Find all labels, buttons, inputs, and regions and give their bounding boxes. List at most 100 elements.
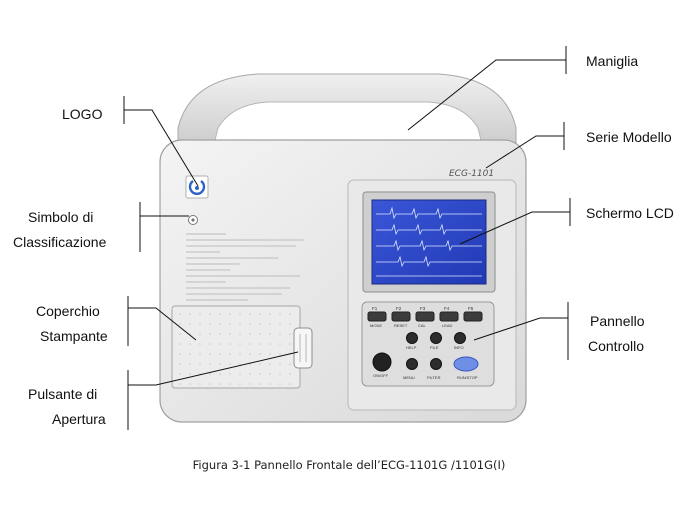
texture-dot	[219, 323, 221, 325]
texture-dot	[219, 383, 221, 385]
texture-dot	[239, 333, 241, 335]
texture-dot	[289, 313, 291, 315]
texture-dot	[219, 313, 221, 315]
texture-dot	[229, 363, 231, 365]
texture-dot	[199, 363, 201, 365]
label-handle: Maniglia	[586, 52, 638, 71]
bottom-key-label: FILTER	[427, 375, 441, 380]
texture-dot	[249, 353, 251, 355]
round-key	[431, 333, 442, 344]
texture-dot	[269, 333, 271, 335]
label-open-button-line2: Apertura	[52, 410, 106, 429]
texture-dot	[279, 383, 281, 385]
round-key	[407, 333, 418, 344]
texture-dot	[269, 343, 271, 345]
texture-dot	[249, 313, 251, 315]
texture-dot	[259, 313, 261, 315]
texture-dot	[229, 383, 231, 385]
texture-dot	[279, 343, 281, 345]
texture-dot	[259, 383, 261, 385]
texture-dot	[179, 313, 181, 315]
texture-dot	[189, 373, 191, 375]
texture-dot	[219, 353, 221, 355]
texture-dot	[219, 333, 221, 335]
texture-dot	[179, 323, 181, 325]
label-printer-cover-line1: Coperchio	[36, 302, 100, 321]
texture-dot	[259, 323, 261, 325]
bottom-key-label: RUN/STOP	[457, 375, 478, 380]
texture-dot	[209, 353, 211, 355]
texture-dot	[189, 363, 191, 365]
texture-dot	[229, 333, 231, 335]
texture-dot	[279, 363, 281, 365]
label-model-series: Serie Modello	[586, 128, 672, 147]
texture-dot	[189, 313, 191, 315]
function-key-name: F3	[420, 306, 426, 311]
function-key-label: RESET	[394, 323, 408, 328]
texture-dot	[289, 333, 291, 335]
function-key	[464, 312, 482, 321]
function-key	[440, 312, 458, 321]
texture-dot	[249, 343, 251, 345]
texture-dot	[249, 373, 251, 375]
texture-dot	[239, 353, 241, 355]
texture-dot	[209, 313, 211, 315]
texture-dot	[239, 363, 241, 365]
texture-dot	[289, 383, 291, 385]
texture-dot	[189, 353, 191, 355]
texture-dot	[259, 373, 261, 375]
function-key	[368, 312, 386, 321]
texture-dot	[189, 383, 191, 385]
texture-dot	[179, 333, 181, 335]
round-key-label: HELP	[406, 345, 417, 350]
logo	[186, 176, 208, 198]
label-control-panel-line2: Controllo	[588, 337, 644, 356]
texture-dot	[279, 313, 281, 315]
texture-dot	[289, 343, 291, 345]
label-logo: LOGO	[62, 105, 102, 124]
texture-dot	[199, 333, 201, 335]
texture-dot	[289, 323, 291, 325]
texture-dot	[239, 323, 241, 325]
function-key-name: F1	[372, 306, 378, 311]
texture-dot	[199, 323, 201, 325]
texture-dot	[259, 333, 261, 335]
texture-dot	[199, 383, 201, 385]
texture-dot	[179, 383, 181, 385]
label-classification-line1: Simbolo di	[28, 208, 93, 227]
texture-dot	[189, 343, 191, 345]
texture-dot	[239, 343, 241, 345]
open-button	[294, 328, 312, 368]
label-printer-cover-line2: Stampante	[40, 327, 108, 346]
label-classification-line2: Classificazione	[13, 233, 106, 252]
texture-dot	[179, 363, 181, 365]
texture-dot	[219, 363, 221, 365]
texture-dot	[229, 323, 231, 325]
texture-dot	[269, 353, 271, 355]
texture-dot	[289, 363, 291, 365]
texture-dot	[259, 363, 261, 365]
function-key-name: F5	[468, 306, 474, 311]
function-key-label: LEAD	[442, 323, 453, 328]
texture-dot	[279, 353, 281, 355]
round-key	[455, 333, 466, 344]
classification-dot	[191, 218, 194, 221]
texture-dot	[199, 313, 201, 315]
round-key	[373, 353, 391, 371]
texture-dot	[269, 383, 271, 385]
texture-dot	[199, 353, 201, 355]
texture-dot	[209, 343, 211, 345]
run-stop-key	[454, 357, 478, 371]
texture-dot	[249, 323, 251, 325]
texture-dot	[239, 373, 241, 375]
texture-dot	[209, 373, 211, 375]
texture-dot	[229, 373, 231, 375]
function-key-name: F4	[444, 306, 450, 311]
texture-dot	[279, 373, 281, 375]
texture-dot	[259, 353, 261, 355]
function-key-label: MODE	[370, 323, 382, 328]
label-lcd-screen: Schermo LCD	[586, 204, 674, 223]
bottom-key-label: ON/OFF	[373, 373, 389, 378]
printer-cover	[172, 306, 300, 388]
